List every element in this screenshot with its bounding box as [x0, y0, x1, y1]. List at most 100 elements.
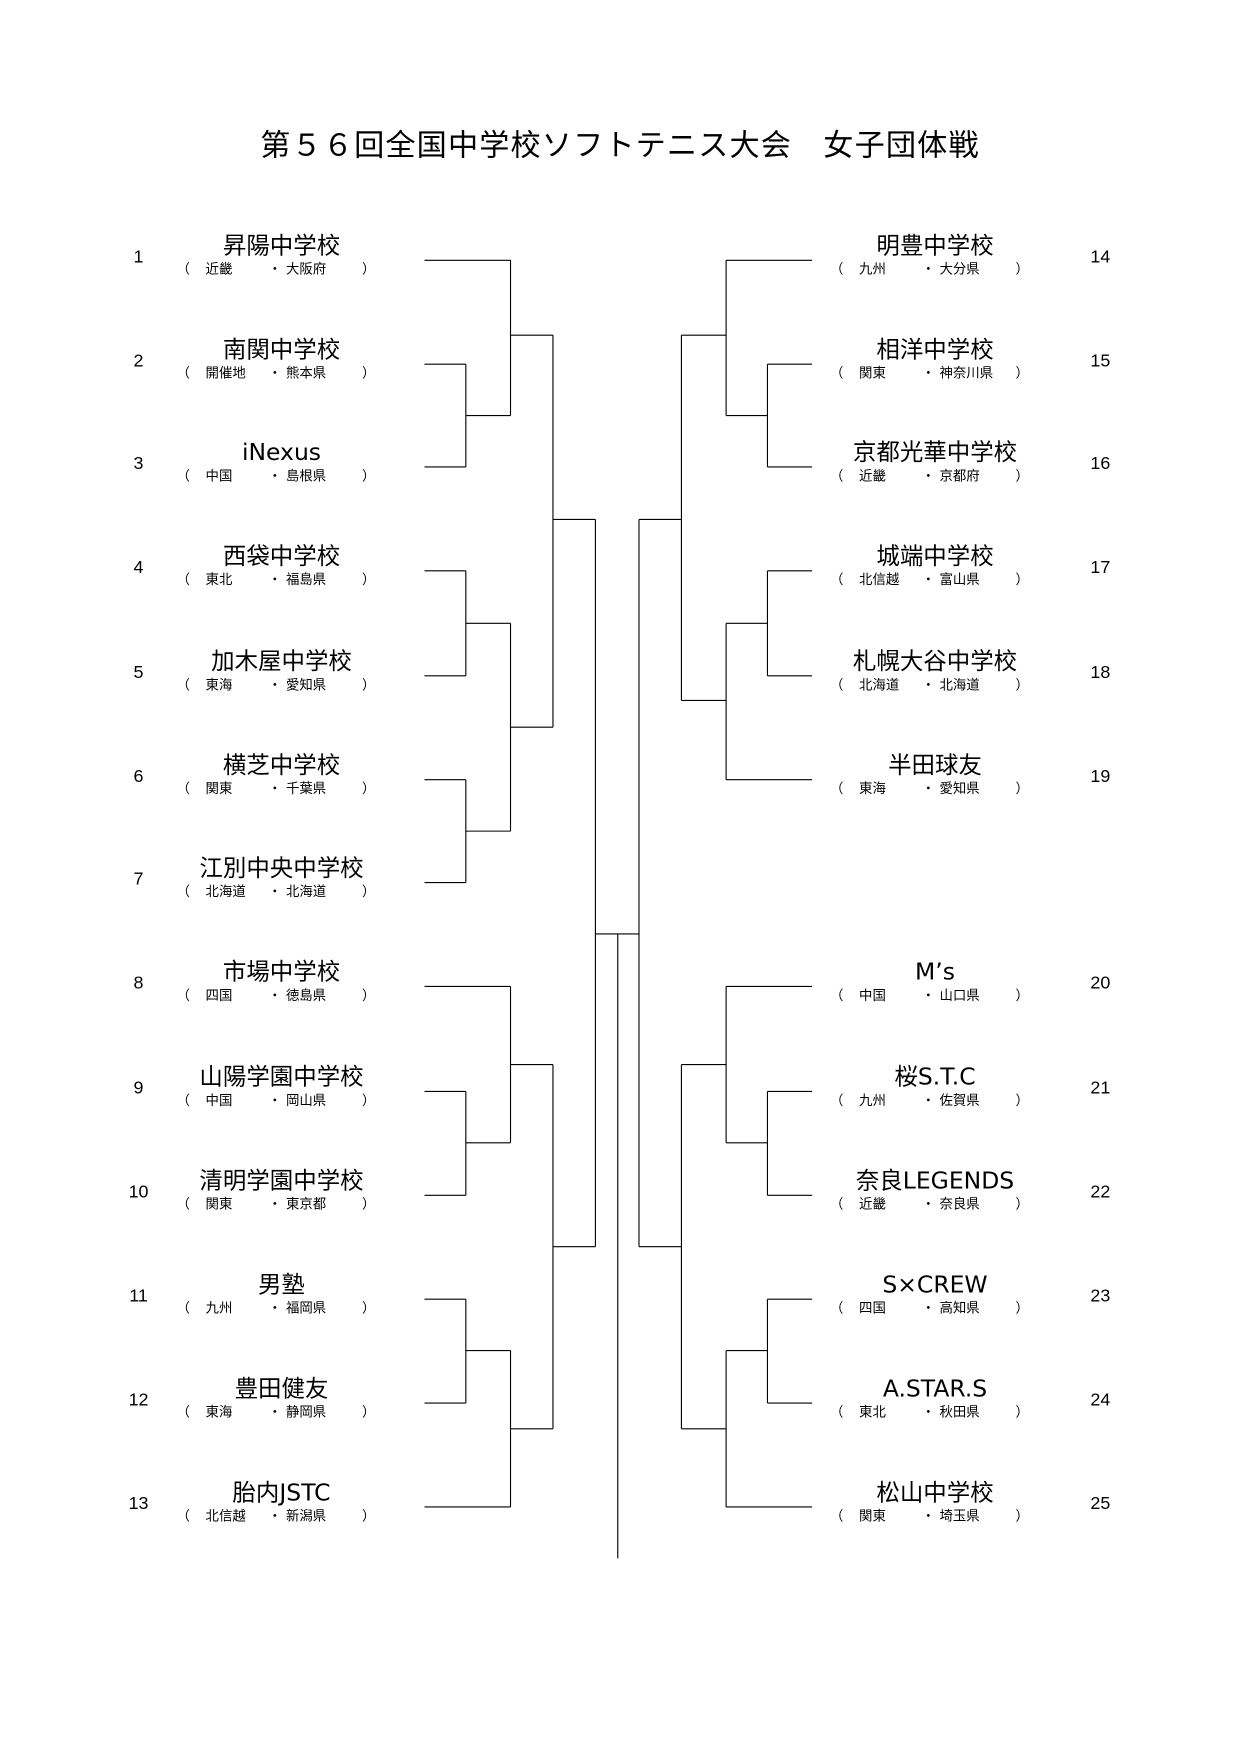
team-affiliation: （ 開催地 ・ 熊本県 ）	[170, 364, 393, 382]
separator: ・	[268, 365, 282, 381]
open-bracket: （	[176, 1092, 190, 1109]
open-bracket: （	[830, 780, 844, 797]
team-entry: M’s （ 中国 ・ 山口県 ）	[823, 958, 1046, 1012]
team-region: 北海道	[205, 883, 246, 900]
team-name: 江別中央中学校	[199, 854, 364, 882]
close-bracket: ）	[361, 468, 376, 484]
team-affiliation: （ 近畿 ・ 大阪府 ）	[170, 260, 393, 278]
close-bracket: ）	[1015, 780, 1029, 797]
team-name: S×CREW	[882, 1271, 988, 1299]
separator: ・	[268, 1404, 282, 1420]
open-bracket: （	[176, 676, 190, 693]
team-region: 四国	[859, 1300, 886, 1316]
open-bracket: （	[830, 1092, 844, 1109]
seed-number: 2	[133, 351, 144, 371]
seed-number: 14	[1090, 247, 1111, 267]
team-region: 北海道	[859, 676, 900, 693]
open-bracket: （	[830, 365, 844, 381]
page-title: 第５６回全国中学校ソフトテニス大会 女子団体戦	[260, 128, 980, 164]
close-bracket: ）	[361, 1092, 376, 1109]
team-prefecture: 富山県	[939, 571, 980, 588]
team-prefecture: 大阪府	[285, 261, 327, 278]
team-affiliation: （ 中国 ・ 島根県 ）	[170, 467, 393, 485]
team-affiliation: （ 関東 ・ 神奈川県 ）	[823, 364, 1046, 382]
team-name: 相洋中学校	[876, 336, 994, 364]
team-region: 四国	[205, 987, 233, 1004]
team-affiliation: （ 近畿 ・ 奈良県 ）	[823, 1195, 1046, 1213]
open-bracket: （	[176, 883, 190, 900]
team-region: 関東	[205, 780, 233, 797]
seed-number: 21	[1090, 1079, 1111, 1099]
team-affiliation: （ 北海道 ・ 北海道 ）	[170, 883, 393, 901]
team-name: 横芝中学校	[222, 751, 341, 779]
seed-number: 11	[129, 1286, 148, 1306]
team-region: 東海	[859, 780, 886, 797]
team-name: 清明学園中学校	[199, 1167, 364, 1195]
team-entry: 札幌大谷中学校 （ 北海道 ・ 北海道 ）	[823, 648, 1046, 702]
close-bracket: ）	[361, 571, 376, 588]
team-prefecture: 島根県	[285, 468, 327, 484]
team-region: 東海	[205, 676, 233, 693]
team-region: 近畿	[859, 1196, 886, 1213]
team-entry: 山陽学園中学校 （ 中国 ・ 岡山県 ）	[170, 1063, 393, 1117]
team-affiliation: （ 東北 ・ 福島県 ）	[170, 571, 393, 589]
separator: ・	[268, 780, 282, 797]
team-region: 関東	[205, 1196, 233, 1213]
team-name: 松山中学校	[876, 1479, 994, 1506]
team-affiliation: （ 北海道 ・ 北海道 ）	[823, 676, 1046, 694]
seed-number: 1	[133, 247, 144, 267]
team-prefecture: 徳島県	[285, 987, 327, 1004]
team-affiliation: （ 東海 ・ 愛知県 ）	[823, 780, 1046, 798]
team-prefecture: 千葉県	[285, 780, 327, 797]
seed-number: 10	[128, 1183, 149, 1202]
team-name: M’s	[915, 958, 955, 986]
team-name: 西袋中学校	[222, 542, 341, 570]
team-prefecture: 高知県	[939, 1300, 980, 1316]
seed-number: 9	[133, 1079, 144, 1099]
close-bracket: ）	[1015, 987, 1029, 1004]
team-prefecture: 神奈川県	[939, 365, 994, 381]
open-bracket: （	[176, 261, 190, 278]
team-region: 北信越	[205, 1508, 246, 1524]
seed-number: 3	[133, 454, 144, 474]
team-entry: 明豊中学校 （ 九州 ・ 大分県 ）	[823, 232, 1046, 286]
team-region: 東海	[205, 1404, 233, 1420]
team-region: 北信越	[859, 571, 900, 588]
team-prefecture: 大分県	[939, 261, 980, 278]
team-prefecture: 岡山県	[285, 1092, 327, 1109]
separator: ・	[921, 676, 936, 693]
team-prefecture: 福島県	[285, 571, 327, 588]
team-prefecture: 佐賀県	[939, 1092, 980, 1109]
team-affiliation: （ 東海 ・ 静岡県 ）	[170, 1403, 393, 1421]
separator: ・	[268, 987, 282, 1004]
seed-number: 23	[1090, 1286, 1111, 1306]
team-region: 東北	[205, 571, 233, 588]
team-region: 東北	[859, 1404, 886, 1420]
separator: ・	[268, 883, 282, 900]
team-name: 城端中学校	[876, 542, 994, 570]
team-name: 南関中学校	[222, 336, 341, 364]
team-name: 豊田健友	[234, 1375, 329, 1402]
seed-number: 20	[1090, 974, 1111, 994]
team-affiliation: （ 九州 ・ 福岡県 ）	[170, 1299, 393, 1317]
seed-number: 16	[1090, 454, 1111, 474]
team-name: 奈良LEGENDS	[855, 1167, 1015, 1195]
open-bracket: （	[176, 571, 190, 588]
seed-number: 4	[133, 558, 144, 578]
close-bracket: ）	[361, 1508, 376, 1524]
team-name: 京都光華中学校	[852, 439, 1018, 466]
team-affiliation: （ 中国 ・ 山口県 ）	[823, 986, 1046, 1004]
team-entry: A.STAR.S （ 東北 ・ 秋田県 ）	[823, 1375, 1046, 1429]
team-affiliation: （ 東北 ・ 秋田県 ）	[823, 1403, 1046, 1421]
close-bracket: ）	[1015, 1092, 1029, 1109]
separator: ・	[921, 780, 936, 797]
team-name: iNexus	[241, 439, 322, 466]
team-region: 近畿	[205, 261, 233, 278]
close-bracket: ）	[1015, 1196, 1029, 1213]
team-affiliation: （ 関東 ・ 埼玉県 ）	[823, 1507, 1046, 1525]
separator: ・	[921, 1508, 936, 1524]
team-name: 市場中学校	[222, 958, 341, 986]
close-bracket: ）	[1015, 1300, 1029, 1316]
team-region: 関東	[859, 1508, 886, 1524]
